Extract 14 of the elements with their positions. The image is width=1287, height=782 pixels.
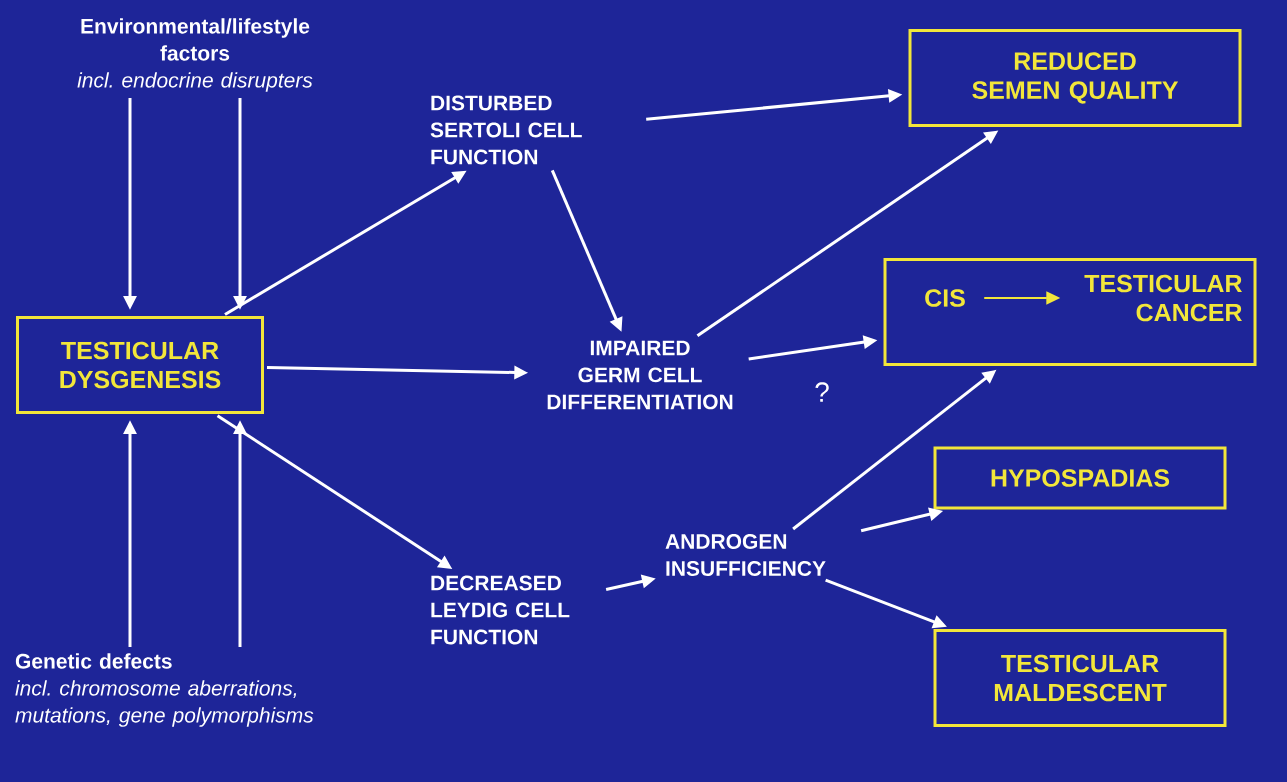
- question-mark-label: ?: [815, 382, 829, 402]
- box-text: CIS: [925, 289, 965, 307]
- outcome-box: HYPOSPADIAS: [933, 446, 1227, 510]
- outcome-box: TESTICULAR MALDESCENT: [933, 629, 1227, 727]
- flow-text: Environmental/lifestyle factors incl. endocrine disrupters: [77, 18, 313, 92]
- flow-text: DECREASED LEYDIG CELL FUNCTION: [431, 575, 570, 645]
- outcome-box: TESTICULAR DYSGENESIS: [16, 316, 264, 414]
- flow-text: Genetic defects incl. chromosome aberrations, mutations, gene polymorphisms: [15, 653, 314, 727]
- outcome-box: REDUCED SEMEN QUALITY: [908, 29, 1242, 127]
- flow-text: IMPAIRED GERM CELL DIFFERENTIATION: [547, 340, 733, 410]
- flow-text: DISTURBED SERTOLI CELL FUNCTION: [430, 95, 582, 165]
- outcome-box: [883, 258, 1257, 366]
- flow-text: ANDROGEN INSUFFICIENCY: [665, 534, 826, 576]
- box-text: TESTICULAR CANCER: [1084, 274, 1242, 322]
